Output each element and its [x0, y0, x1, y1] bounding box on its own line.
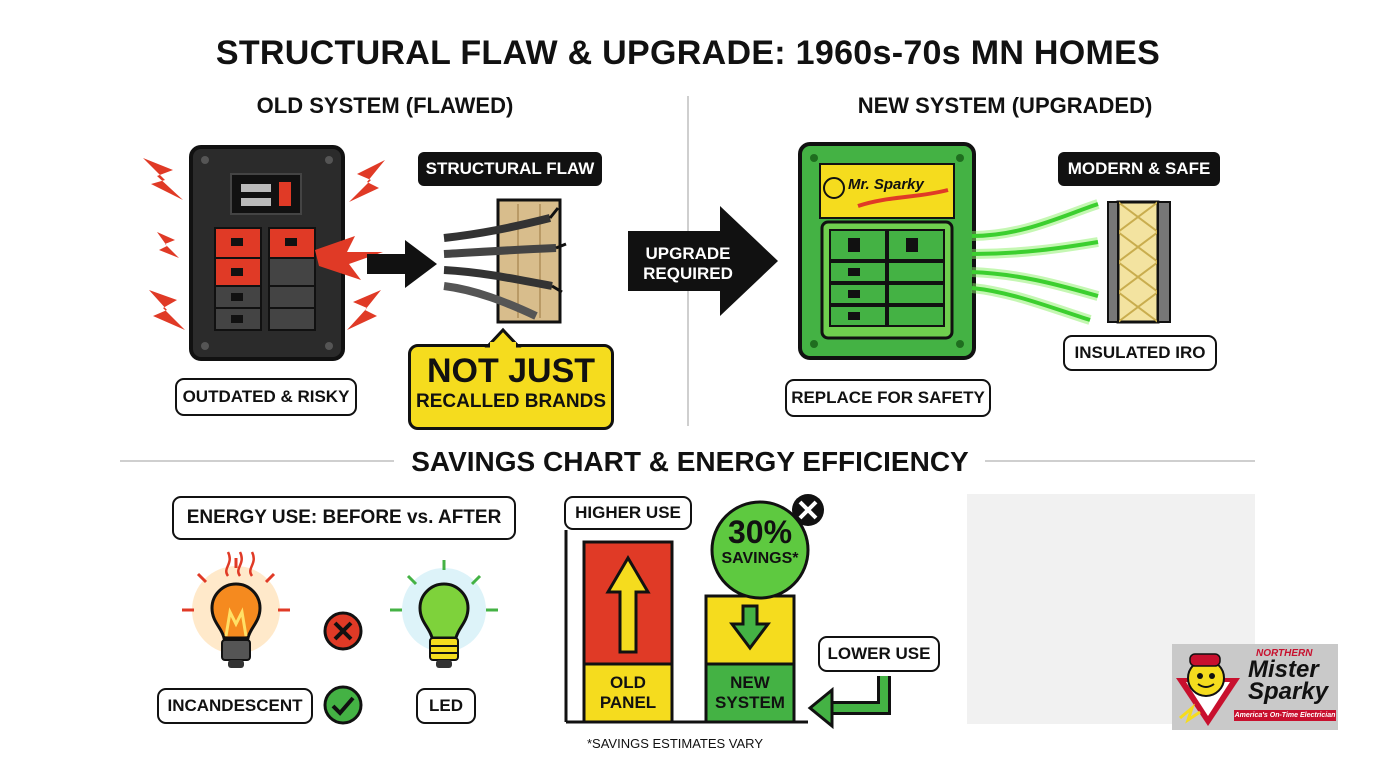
incandescent-bulb-icon: [182, 558, 290, 668]
damaged-wiring-illustration: [443, 198, 567, 324]
savings-percent: 30%: [727, 514, 793, 550]
logo-tagline: America's On-Time Electrician: [1234, 710, 1336, 721]
savings-footnote: *SAVINGS ESTIMATES VARY: [586, 736, 764, 751]
heat-wavy-icon: [225, 551, 255, 577]
upgrade-arrow-icon: [628, 206, 778, 316]
not-just-recalled-callout: NOT JUST RECALLED BRANDS: [408, 344, 614, 430]
mister-sparky-logo: NORTHERN Mister Sparky America's On-Time…: [1172, 644, 1338, 730]
upgrade-line-1: UPGRADE: [645, 244, 731, 263]
replace-for-safety-caption: REPLACE FOR SAFETY: [785, 379, 991, 417]
glowing-wires-illustration: [971, 199, 1171, 325]
logo-sparky: Sparky: [1248, 678, 1329, 705]
old-system-heading: OLD SYSTEM (FLAWED): [256, 93, 514, 118]
savings-badge: [710, 494, 824, 600]
lower-use-label: LOWER USE: [818, 636, 940, 672]
chart-category-label: NEW: [730, 673, 771, 692]
logo-mascot-icon: [1176, 653, 1240, 726]
old-panel-illustration: [143, 145, 437, 361]
spark-icon: [347, 160, 385, 330]
check-mark-icon: [323, 685, 363, 725]
callout-line-1: NOT JUST: [426, 352, 596, 390]
section-rule-right: [985, 460, 1255, 462]
callout-pointer: [484, 327, 522, 348]
modern-safe-tag: MODERN & SAFE: [1058, 152, 1220, 186]
mr-sparky-badge: Mr. Sparky: [848, 176, 924, 193]
upgrade-arrow-label: UPGRADE REQUIRED: [632, 244, 744, 284]
outdated-risky-caption: OUTDATED & RISKY: [175, 378, 357, 416]
return-arrow-icon: [807, 676, 891, 730]
new-panel-illustration: [798, 142, 976, 360]
chart-category-label: SYSTEM: [715, 693, 785, 712]
callout-line-2: RECALLED BRANDS: [416, 391, 606, 412]
upgrade-line-2: REQUIRED: [643, 264, 733, 283]
savings-heading: SAVINGS CHART & ENERGY EFFICIENCY: [411, 446, 969, 477]
logo-mister: Mister: [1248, 656, 1319, 683]
new-system-heading: NEW SYSTEM (UPGRADED): [857, 93, 1153, 118]
x-mark-icon: [323, 611, 363, 651]
spark-icon: [143, 158, 185, 330]
chart-category-label: OLD: [610, 673, 646, 692]
chart-bar-base: [704, 662, 796, 724]
energy-use-box: ENERGY USE: BEFORE vs. AFTER: [172, 496, 516, 540]
savings-word: SAVINGS*: [721, 550, 799, 567]
higher-use-label: HIGHER USE: [564, 496, 692, 530]
down-arrow-icon: [729, 604, 771, 651]
incandescent-label: INCANDESCENT: [157, 688, 313, 724]
led-label: LED: [416, 688, 476, 724]
insulated-wiring-caption: INSULATED IRO: [1063, 335, 1217, 371]
page-title: STRUCTURAL FLAW & UPGRADE: 1960s-70s MN …: [215, 34, 1161, 72]
logo-northern: NORTHERN: [1256, 648, 1313, 659]
chart-bar-base: [582, 662, 674, 724]
up-arrow-icon: [605, 555, 651, 654]
section-rule-left: [120, 460, 394, 462]
led-bulb-icon: [390, 560, 498, 668]
savings-badge-text: 30% SAVINGS*: [710, 514, 810, 568]
structural-flaw-tag: STRUCTURAL FLAW: [418, 152, 602, 186]
chart-category-label: PANEL: [600, 693, 656, 712]
